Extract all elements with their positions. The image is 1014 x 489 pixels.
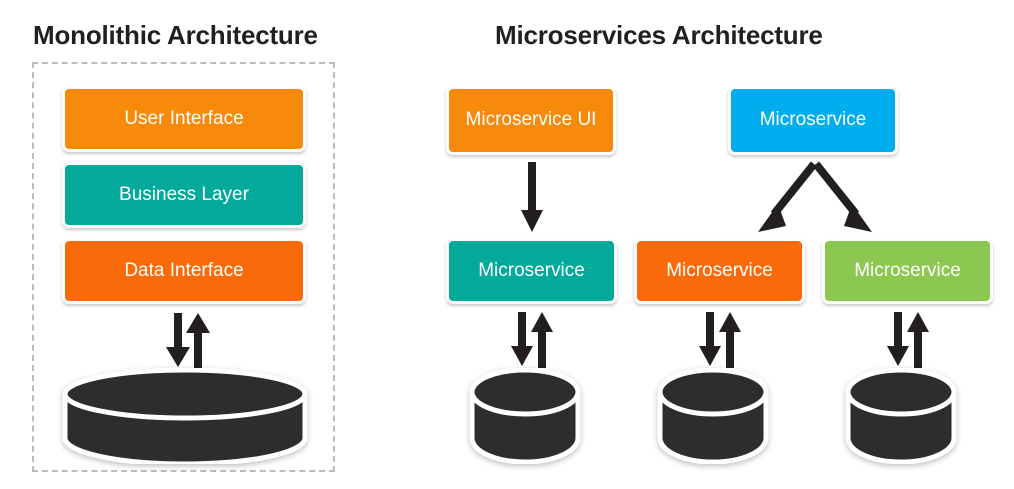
bidirectional-arrow-service-db-2 xyxy=(694,312,746,368)
node-data-interface[interactable]: Data Interface xyxy=(62,238,306,304)
node-microservice-teal[interactable]: Microservice xyxy=(446,238,617,304)
node-label: Microservice UI xyxy=(465,109,597,131)
database-cylinder-monolith xyxy=(62,368,308,464)
database-cylinder-service-1 xyxy=(468,368,582,464)
database-cylinder-service-3 xyxy=(844,368,958,464)
node-microservice-green[interactable]: Microservice xyxy=(822,238,993,304)
database-cylinder-service-2 xyxy=(656,368,770,464)
page-title-microservices: Microservices Architecture xyxy=(495,20,823,50)
node-label: Business Layer xyxy=(119,183,249,205)
node-microservice-blue[interactable]: Microservice xyxy=(728,86,898,155)
node-label: Microservice xyxy=(759,109,867,131)
bidirectional-arrow-service-db-1 xyxy=(506,312,558,368)
node-microservice-ui[interactable]: Microservice UI xyxy=(446,86,616,155)
node-business-layer[interactable]: Business Layer xyxy=(62,162,306,228)
monolith-dashed-boundary xyxy=(32,62,335,472)
node-label: Microservice xyxy=(666,259,773,281)
page-title-monolithic: Monolithic Architecture xyxy=(33,20,318,50)
node-label: Microservice xyxy=(478,259,585,281)
node-label: Microservice xyxy=(854,259,961,281)
node-label: Data Interface xyxy=(124,259,244,281)
diagonal-arrow-down-left xyxy=(752,160,820,238)
node-label: User Interface xyxy=(124,107,244,129)
node-microservice-orange[interactable]: Microservice xyxy=(634,238,805,304)
node-user-interface[interactable]: User Interface xyxy=(62,86,306,152)
down-arrow-ui-to-service xyxy=(521,162,543,234)
diagonal-arrow-down-right xyxy=(810,160,878,238)
bidirectional-arrow-service-db-3 xyxy=(882,312,934,368)
